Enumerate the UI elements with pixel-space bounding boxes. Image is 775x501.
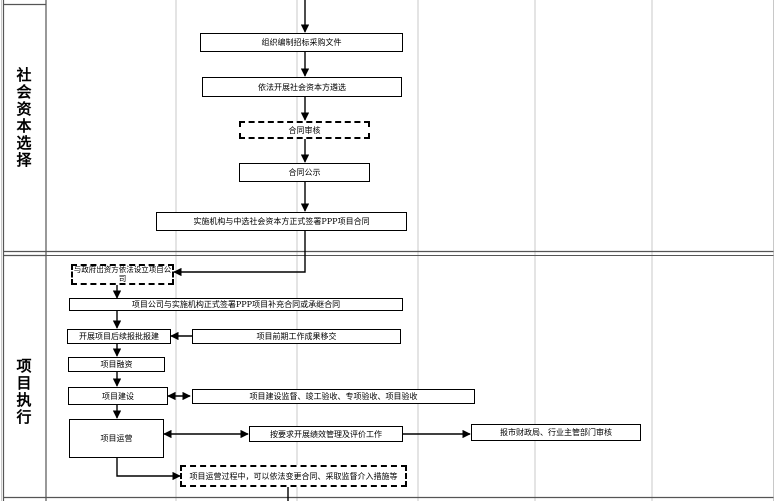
phase-label-social-capital-selection: 社会资本选择 <box>8 62 38 174</box>
step-contract-publicity: 合同公示 <box>239 163 370 182</box>
phase-label-text: 项目执行 <box>14 358 33 426</box>
step-preliminary-work-transfer: 项目前期工作成果移交 <box>192 329 401 344</box>
connectors <box>112 0 471 501</box>
step-prepare-procurement-docs: 组织编制招标采购文件 <box>200 33 403 52</box>
step-contract-change-during-operation: 项目运营过程中，可以依法变更合同、采取监督介入措施等 <box>180 465 407 487</box>
step-follow-up-approvals: 开展项目后续报批报建 <box>67 329 171 344</box>
phase-label-text: 社会资本选择 <box>14 67 33 169</box>
step-report-to-departments: 报市财政局、行业主管部门审核 <box>471 424 641 441</box>
step-sign-ppp-contract: 实施机构与中选社会资本方正式签署PPP项目合同 <box>156 212 407 231</box>
step-performance-management: 按要求开展绩效管理及评价工作 <box>249 426 403 442</box>
step-project-operation: 项目运营 <box>69 419 164 458</box>
phase-label-project-execution: 项目执行 <box>8 352 38 432</box>
step-project-financing: 项目融资 <box>68 357 165 372</box>
step-project-construction: 项目建设 <box>68 387 168 405</box>
step-contract-review: 合同审核 <box>239 121 370 139</box>
step-select-social-capital: 依法开展社会资本方遴选 <box>202 77 402 97</box>
step-supplementary-contract: 项目公司与实施机构正式签署PPP项目补充合同或承继合同 <box>69 298 403 311</box>
step-establish-project-company: 与政府出资方依法设立项目公司 <box>71 264 174 285</box>
step-construction-supervision: 项目建设监督、竣工验收、专项验收、项目验收 <box>192 389 475 404</box>
